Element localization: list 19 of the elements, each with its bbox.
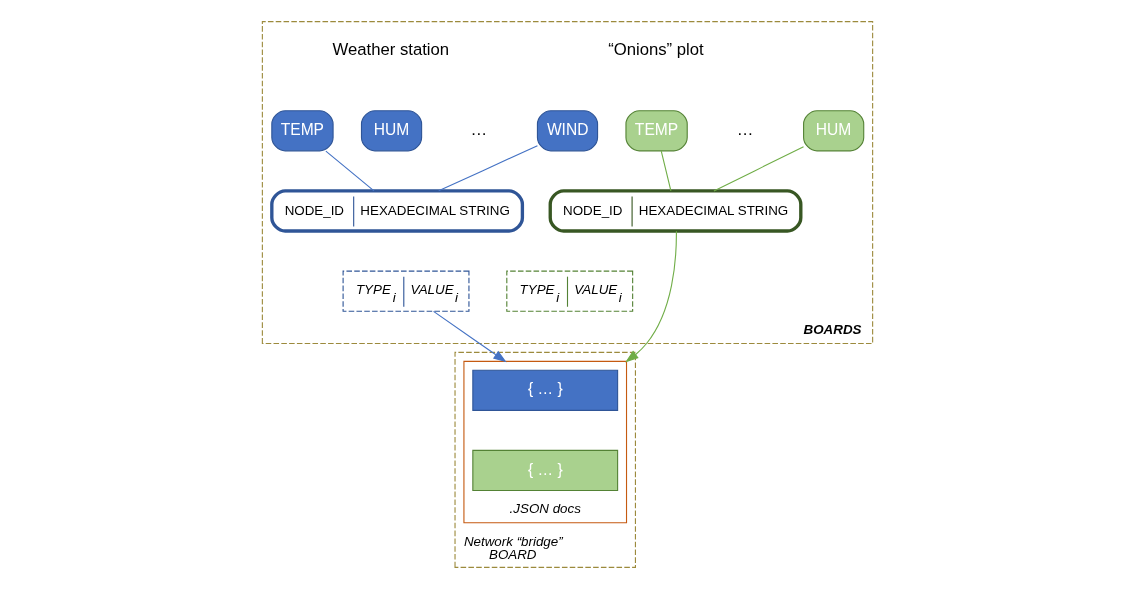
node-box: NODE_ID HEXADECIMAL STRING — [270, 189, 525, 233]
node-box: TEMP — [625, 110, 688, 152]
node-box: NODE_ID HEXADECIMAL STRING — [548, 189, 803, 233]
connector — [325, 150, 375, 192]
node-box: { … } — [472, 369, 619, 411]
label: Weather station — [332, 39, 450, 59]
arrow — [432, 310, 507, 363]
node-box: { … } — [472, 449, 619, 492]
node-box: HUM — [360, 110, 423, 152]
connector — [713, 146, 805, 192]
node-box: HUM — [803, 110, 865, 152]
arrow — [625, 230, 677, 363]
label: … — [736, 119, 754, 139]
connector — [660, 150, 672, 192]
node-box: WIND — [536, 110, 599, 152]
label: … — [470, 119, 488, 139]
node-box: TEMP — [271, 110, 334, 152]
label: “Onions” plot — [608, 39, 704, 59]
connector — [438, 145, 538, 192]
